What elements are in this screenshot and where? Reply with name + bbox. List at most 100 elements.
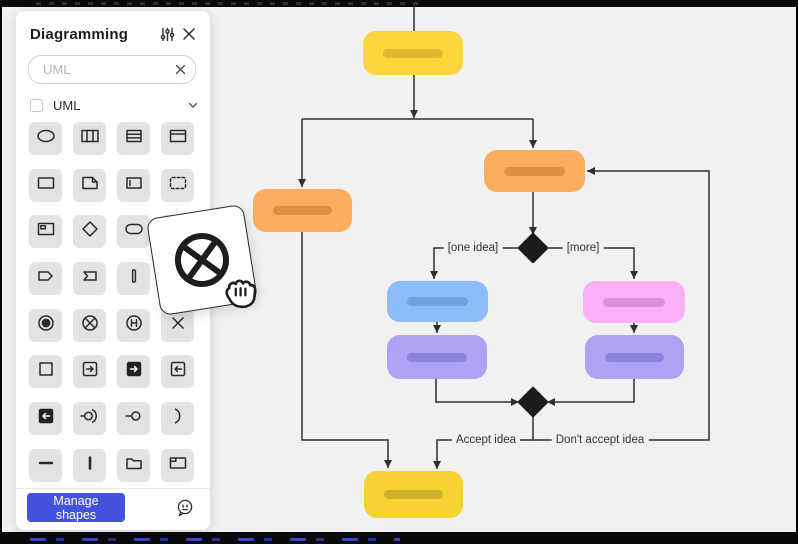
shape-search-input[interactable]: [41, 61, 169, 78]
node-option-blue[interactable]: [387, 281, 488, 322]
vertical-line-tile[interactable]: [73, 448, 106, 482]
arrow-left-square-tile[interactable]: [161, 355, 194, 389]
rectangle-icon: [34, 171, 58, 200]
arrow-right-square-tile[interactable]: [73, 355, 106, 389]
lollipop-interface-icon: [122, 404, 146, 433]
square-tile[interactable]: [29, 355, 62, 389]
ball-socket-icon: [78, 404, 102, 433]
vertical-line-icon: [78, 451, 102, 480]
decision-diamond: [518, 233, 548, 263]
node-text-placeholder: [504, 166, 565, 176]
socket-arc-tile[interactable]: [161, 402, 194, 436]
horizontal-partition-icon: [122, 124, 146, 153]
diamond-icon: [78, 217, 102, 246]
clipped-page-content: [30, 538, 400, 541]
node-activity-right[interactable]: [484, 150, 585, 192]
shape-search-box: [28, 55, 196, 84]
inner-rectangle-tile[interactable]: [29, 215, 62, 249]
vertical-partition-icon: [78, 124, 102, 153]
folder-icon: [122, 451, 146, 480]
final-state-tile[interactable]: [29, 308, 62, 342]
edge-label-dont-accept-idea[interactable]: Don't accept idea: [551, 433, 649, 447]
ball-socket-tile[interactable]: [73, 402, 106, 436]
note-tile[interactable]: [73, 168, 106, 202]
node-text-placeholder: [383, 490, 444, 499]
node-text-placeholder: [407, 297, 468, 306]
shape-grid: [29, 122, 194, 482]
diamond-tile[interactable]: [73, 215, 106, 249]
ellipse-icon: [34, 124, 58, 153]
rounded-rectangle-tile[interactable]: [117, 215, 150, 249]
ellipse-tile[interactable]: [29, 122, 62, 155]
final-state-icon: [34, 311, 58, 340]
activation-bar-icon: [122, 264, 146, 293]
node-text-placeholder: [604, 352, 665, 362]
flow-final-tile[interactable]: [73, 308, 106, 342]
clipped-top-page-strip: [0, 0, 798, 7]
socket-arc-icon: [166, 404, 190, 433]
rectangle-tile[interactable]: [29, 168, 62, 202]
feedback-smiley-icon[interactable]: [174, 497, 196, 519]
arrow-left-square-filled-icon: [34, 404, 58, 433]
node-start[interactable]: [363, 31, 463, 75]
folder-tile[interactable]: [117, 448, 150, 482]
titled-frame-tile[interactable]: [161, 122, 194, 155]
dragged-shape-card[interactable]: [145, 203, 259, 317]
flow-final-icon: [175, 233, 229, 287]
panel-header: Diagramming: [30, 24, 198, 44]
close-icon[interactable]: [180, 25, 198, 43]
arrow-right-square-filled-tile[interactable]: [117, 355, 150, 389]
clipped-bottom-page-strip: [0, 532, 798, 544]
footer-divider: [16, 488, 210, 489]
horizontal-line-tile[interactable]: [29, 448, 62, 482]
arrow-left-square-icon: [166, 357, 190, 386]
merge-diamond: [518, 387, 548, 417]
node-option-pink[interactable]: [583, 281, 685, 323]
edge-label-accept-idea[interactable]: Accept idea: [451, 433, 521, 447]
node-text-placeholder: [407, 352, 467, 362]
node-detail-left[interactable]: [387, 335, 487, 379]
sliders-icon[interactable]: [158, 25, 176, 43]
clipped-page-content: [36, 2, 426, 5]
horizontal-line-icon: [34, 451, 58, 480]
titled-frame-icon: [166, 124, 190, 153]
signal-send-icon: [34, 264, 58, 293]
node-text-placeholder: [272, 206, 333, 215]
uml-section-checkbox[interactable]: [30, 98, 43, 112]
chevron-down-icon[interactable]: [188, 102, 198, 109]
history-state-tile[interactable]: [117, 308, 150, 342]
dashed-rectangle-icon: [166, 171, 190, 200]
node-activity-left[interactable]: [253, 189, 352, 232]
vertical-partition-tile[interactable]: [73, 122, 106, 155]
node-text-placeholder: [603, 297, 665, 307]
folder-frame-tile[interactable]: [161, 448, 194, 482]
history-state-icon: [122, 311, 146, 340]
node-text-placeholder: [383, 48, 443, 58]
signal-receive-tile[interactable]: [73, 262, 106, 296]
grabbing-hand-cursor: [216, 266, 264, 319]
manage-shapes-button[interactable]: Manage shapes: [27, 493, 125, 522]
signal-receive-icon: [78, 264, 102, 293]
lollipop-interface-tile[interactable]: [117, 402, 150, 436]
arrow-left-square-filled-tile[interactable]: [29, 402, 62, 436]
arrow-right-square-filled-icon: [122, 357, 146, 386]
node-end[interactable]: [364, 471, 463, 518]
clear-x-icon[interactable]: [169, 59, 191, 81]
folder-frame-icon: [166, 451, 190, 480]
bracket-rectangle-icon: [122, 171, 146, 200]
node-detail-right[interactable]: [585, 335, 684, 379]
arrow-right-square-icon: [78, 357, 102, 386]
note-icon: [78, 171, 102, 200]
edge-label-more[interactable]: [more]: [562, 241, 604, 255]
square-icon: [34, 357, 58, 386]
panel-title: Diagramming: [30, 25, 129, 43]
signal-send-tile[interactable]: [29, 262, 62, 296]
activation-bar-tile[interactable]: [117, 262, 150, 296]
section-header-uml[interactable]: UML: [30, 96, 198, 114]
horizontal-partition-tile[interactable]: [117, 122, 150, 155]
bracket-rectangle-tile[interactable]: [117, 168, 150, 202]
cross-icon: [166, 311, 190, 340]
dashed-rectangle-tile[interactable]: [161, 168, 194, 202]
flow-final-icon: [78, 311, 102, 340]
edge-label-one-idea[interactable]: [one idea]: [443, 241, 503, 255]
